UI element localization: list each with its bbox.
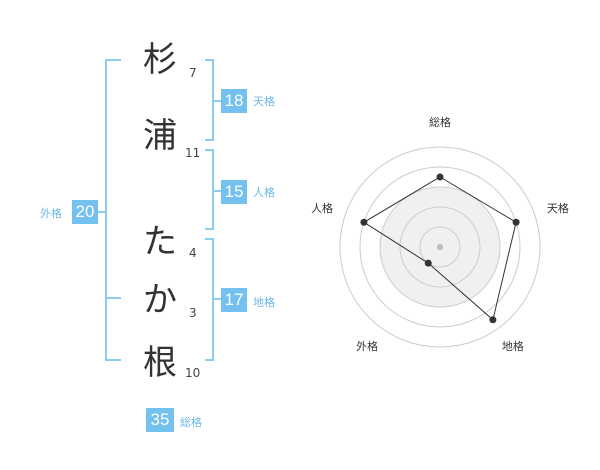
- radar-axis-label-tenkaku: 天格: [546, 201, 569, 215]
- stroke-count-5: 10: [185, 366, 201, 380]
- tenkaku-value: 18: [221, 89, 247, 113]
- jinkaku-value: 15: [221, 180, 247, 204]
- soukaku-label: 総格: [180, 416, 202, 429]
- radar-point-1: [512, 218, 520, 226]
- radar-point-0: [436, 173, 444, 181]
- soukaku-value: 35: [146, 408, 174, 432]
- jinkaku-label: 人格: [253, 186, 275, 199]
- gaikaku-bracket: [105, 59, 121, 361]
- tenkaku-label: 天格: [253, 95, 275, 108]
- name-char-4: か: [143, 280, 177, 320]
- stroke-count-1: 7: [189, 66, 197, 80]
- radar-axis-label-chikaku: 地格: [501, 340, 524, 354]
- radar-point-3: [424, 259, 432, 267]
- stroke-count-2: 11: [185, 146, 201, 160]
- name-char-2: 浦: [143, 116, 177, 156]
- radar-axis-label-jinkaku: 人格: [311, 201, 334, 215]
- gaikaku-value: 20: [72, 200, 98, 224]
- name-char-3: た: [143, 222, 177, 262]
- stroke-count-3: 4: [189, 246, 197, 260]
- radar-axis-label-gaikaku: 外格: [356, 340, 379, 354]
- name-char-1: 杉: [143, 40, 177, 80]
- gaikaku-label: 外格: [40, 207, 62, 220]
- chikaku-label: 地格: [253, 296, 275, 309]
- radar-ring-4: [359, 166, 521, 328]
- radar-ring-2: [399, 206, 481, 288]
- radar-point-4: [360, 218, 368, 226]
- stroke-count-4: 3: [189, 306, 197, 320]
- radar-axis-label-soukaku: 総格: [429, 116, 451, 129]
- radar-center-dot: [437, 244, 443, 250]
- radar-series-polygon: [362, 176, 517, 321]
- jinkaku-bracket: [205, 149, 214, 230]
- radar-point-2: [489, 316, 497, 324]
- chikaku-value: 17: [221, 288, 247, 312]
- name-char-5: 根: [143, 343, 177, 383]
- radar-ring-1: [419, 226, 461, 268]
